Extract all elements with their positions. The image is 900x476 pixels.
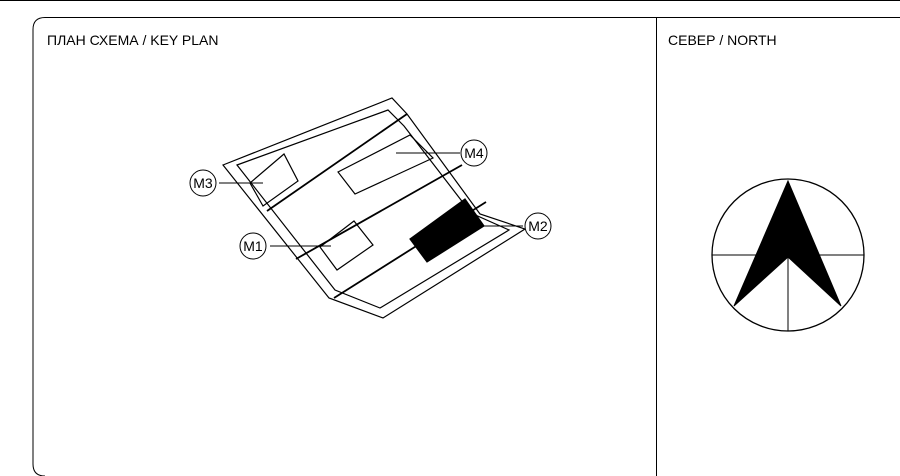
marker-m2-bubble [524,212,552,240]
marker-m3-label: M3 [193,175,213,191]
section-line-1 [266,113,408,212]
site-outline [222,97,527,319]
marker-m2-label: M2 [528,218,548,234]
room-m4 [337,134,435,195]
room-m1 [319,220,374,271]
marker-m1-label: M1 [243,238,263,254]
sheet-border [32,17,900,476]
north-arrow-icon [711,178,865,332]
marker-m1-bubble [239,232,267,260]
key-plan-drawing [219,97,527,319]
key-plan-title: ПЛАН СХЕМА / KEY PLAN [47,32,219,48]
section-line-2 [295,164,463,260]
room-m2 [409,198,485,263]
marker-m4-label: M4 [464,145,484,161]
marker-m3-bubble [189,169,217,197]
room-m3 [249,153,299,207]
north-panel-title: СЕВЕР / NORTH [668,32,777,48]
marker-m4-bubble [460,139,488,167]
